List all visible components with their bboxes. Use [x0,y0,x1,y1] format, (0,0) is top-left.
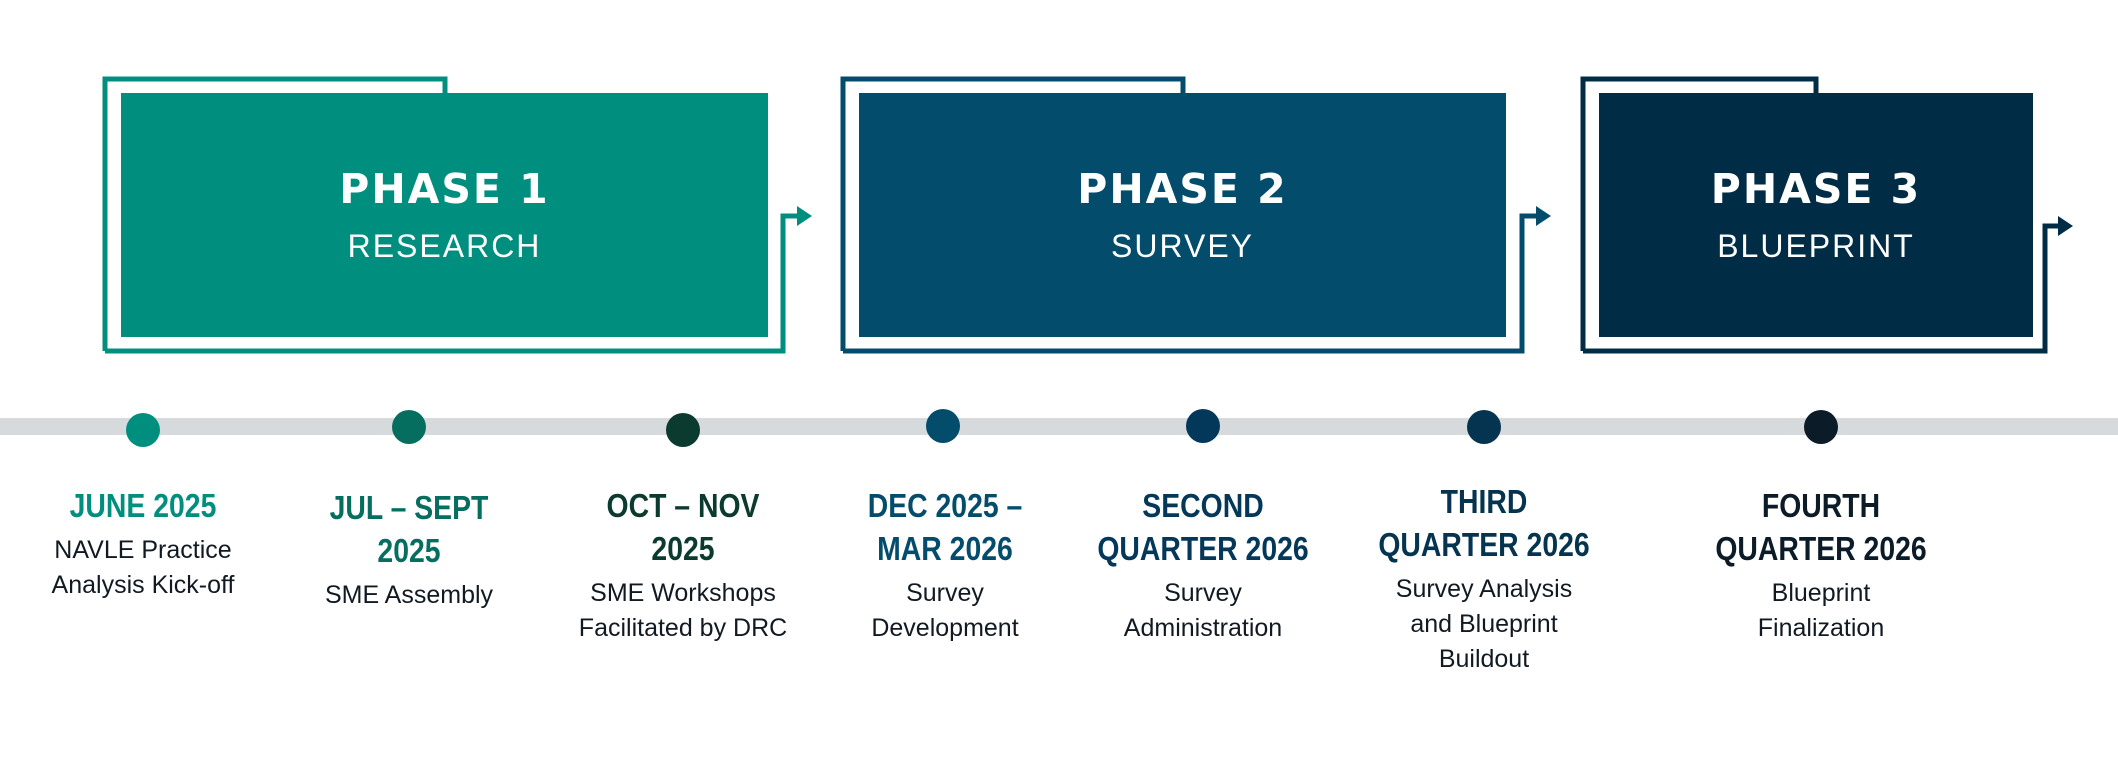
timeline-dot-4 [926,409,960,443]
milestone-1-description: NAVLE Practice Analysis Kick-off [51,536,235,599]
phase-1-title: PHASE 1 [339,164,550,213]
milestone-2-date: JUL – SEPT 2025 [329,489,489,569]
milestone-7-description: Blueprint Finalization [1757,579,1885,642]
milestone-3-description: SME Workshops Facilitated by DRC [578,579,788,642]
timeline-dot-6 [1467,410,1501,444]
phase-3-box: PHASE 3 BLUEPRINT [1599,93,2033,337]
timeline-dot-1 [126,413,160,447]
phase-3-subtitle: BLUEPRINT [1717,227,1915,264]
milestone-3: OCT – NOV 2025 SME Workshops Facilitated… [533,484,833,646]
phase-1-arrow-icon [797,206,812,226]
timeline-dot-3 [666,413,700,447]
phase-2-arrow-icon [1536,206,1551,226]
timeline-dot-7 [1804,410,1838,444]
milestone-6: THIRD QUARTER 2026 Survey Analysis and B… [1334,480,1634,677]
milestone-5-description: Survey Administration [1123,579,1283,642]
milestone-6-date: THIRD QUARTER 2026 [1378,483,1590,563]
milestone-7: FOURTH QUARTER 2026 Blueprint Finalizati… [1671,484,1971,646]
phase-1-subtitle: RESEARCH [347,227,542,264]
phase-3-arrow-icon [2058,216,2073,236]
milestone-4: DEC 2025 – MAR 2026 Survey Development [795,484,1095,646]
phase-2-box: PHASE 2 SURVEY [859,93,1506,337]
milestone-4-date: DEC 2025 – MAR 2026 [867,487,1023,567]
milestone-2: JUL – SEPT 2025 SME Assembly [259,486,559,613]
milestone-1: JUNE 2025 NAVLE Practice Analysis Kick-o… [0,484,293,603]
phase-3-title: PHASE 3 [1710,164,1922,213]
milestone-5-date: SECOND QUARTER 2026 [1097,487,1309,567]
milestone-1-date: JUNE 2025 [69,487,217,524]
phase-2-subtitle: SURVEY [1110,227,1254,264]
phase-1-frame [102,76,812,354]
timeline-dot-5 [1186,409,1220,443]
phase-3-frame [1580,76,2073,354]
milestone-3-date: OCT – NOV 2025 [606,487,760,567]
milestone-4-description: Survey Development [871,579,1019,642]
milestone-5: SECOND QUARTER 2026 Survey Administratio… [1053,484,1353,646]
phase-2-title: PHASE 2 [1077,164,1288,213]
milestone-2-description: SME Assembly [324,581,494,609]
milestone-6-description: Survey Analysis and Blueprint Buildout [1395,575,1573,673]
phase-2-frame [840,76,1551,354]
timeline-line [0,418,2118,435]
timeline-dot-2 [392,410,426,444]
milestone-7-date: FOURTH QUARTER 2026 [1715,487,1927,567]
phase-1-box: PHASE 1 RESEARCH [121,93,768,337]
